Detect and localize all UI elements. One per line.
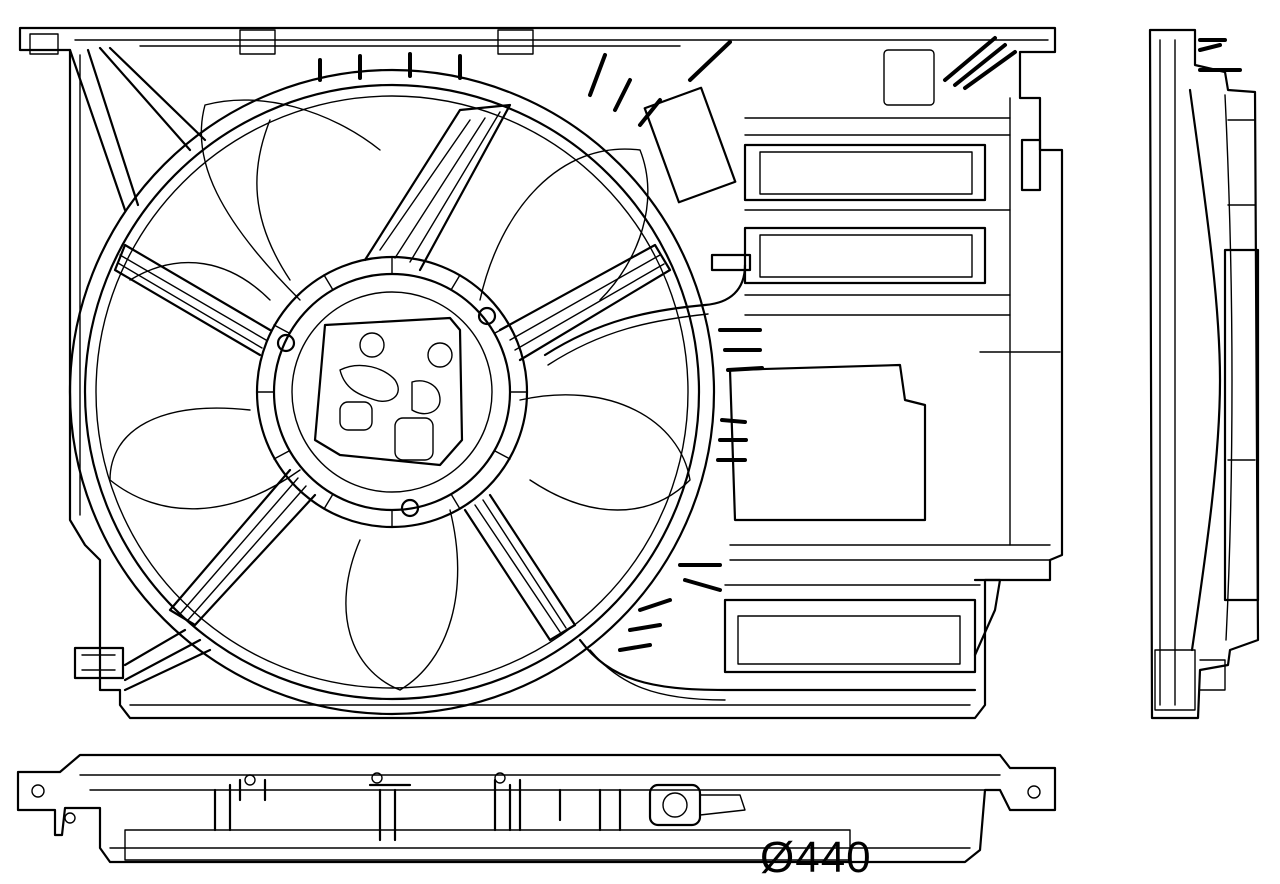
diameter-label: Ø440 <box>760 833 872 882</box>
bottom-clips <box>213 778 622 842</box>
hub-bolt <box>276 333 296 353</box>
shroud-pockets <box>723 97 1061 674</box>
motor-hub-ring <box>272 272 512 512</box>
motor-hub-teeth <box>256 256 528 528</box>
front-view <box>18 26 1064 720</box>
fan-blades <box>109 99 691 691</box>
shroud-frame <box>18 26 1064 720</box>
side-connector <box>73 646 125 680</box>
mount-hole <box>31 784 45 798</box>
fan-arms <box>113 103 672 642</box>
label-plate <box>883 49 935 106</box>
mount-hole <box>1027 785 1041 799</box>
hub-bolt <box>400 498 420 518</box>
corner-strut <box>68 46 207 212</box>
frame-inner-edge <box>74 39 1049 706</box>
shroud-ribs <box>318 52 764 652</box>
top-tab <box>29 33 59 55</box>
bottom-view <box>16 753 1057 864</box>
connector-block <box>643 86 737 204</box>
side-view <box>1148 28 1260 720</box>
top-tab <box>239 29 276 55</box>
lower-cable <box>578 638 977 692</box>
fan-ring-outer <box>68 68 716 716</box>
hub-bolt <box>477 306 497 326</box>
connector-plug <box>648 783 702 827</box>
motor-connector-housing <box>313 316 464 467</box>
corner-strut <box>123 628 212 692</box>
mount-hole <box>64 812 76 824</box>
side-frame <box>1148 28 1260 720</box>
top-tab <box>497 29 534 55</box>
motor-cable <box>543 263 747 357</box>
bottom-frame <box>16 753 1057 864</box>
fan-ring-inner <box>83 83 701 701</box>
